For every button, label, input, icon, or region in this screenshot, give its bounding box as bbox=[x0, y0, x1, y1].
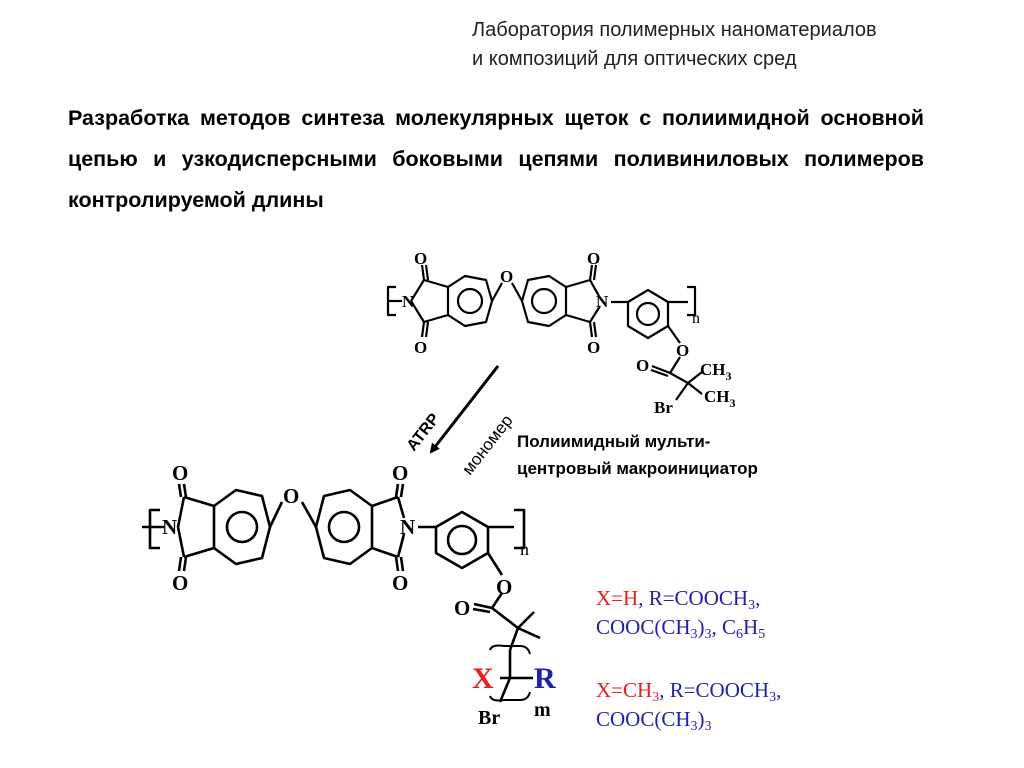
methyl-1: CH3 bbox=[700, 360, 732, 383]
reaction-arrow bbox=[429, 365, 500, 454]
legend-group-1: X=H, R=COOCH3, COOC(CH3)3, C6H5 bbox=[596, 584, 765, 642]
atom-n-2: N bbox=[596, 292, 609, 311]
side-chain-m: m bbox=[534, 699, 551, 721]
atom-n-1: N bbox=[402, 292, 415, 311]
atom-o-4: O bbox=[587, 338, 600, 357]
atom-o-3: O bbox=[587, 249, 600, 268]
brush-atom-o-1: O bbox=[172, 461, 188, 485]
lab-name-line1: Лаборатория полимерных наноматериалов bbox=[472, 19, 877, 41]
subscript-digit: 3 bbox=[726, 369, 732, 383]
substituent-x: X bbox=[472, 662, 494, 695]
legend-1-r: , R=COOCH3, bbox=[638, 586, 761, 613]
brush-atom-o-4: O bbox=[392, 571, 408, 595]
methyl-2-text: CH bbox=[704, 387, 730, 406]
brush-atom-o-carbonyl: O bbox=[454, 596, 470, 620]
legend-1-x: X=H bbox=[596, 586, 639, 610]
brush-atom-labels: N O O O O O N n O O X R Br m bbox=[162, 461, 556, 729]
brush-structure bbox=[142, 483, 541, 703]
substituent-r: R bbox=[534, 662, 556, 695]
brush-atom-o-2: O bbox=[172, 571, 188, 595]
macroinitiator-atom-labels: N O O O O O N n O O CH3 CH3 Br bbox=[402, 249, 736, 417]
slide-title: Разработка методов синтеза молекулярных … bbox=[68, 106, 924, 212]
macroinitiator-caption: Полиимидный мульти- центровый макроиници… bbox=[517, 428, 758, 482]
brush-atom-o-bridge: O bbox=[283, 484, 299, 508]
arrow-label-atrp: ATRP bbox=[404, 410, 444, 454]
legend-group-2-line1: X=CH3, R=COOCH3, bbox=[596, 676, 781, 705]
methyl-1-text: CH bbox=[700, 360, 726, 379]
legend-group-2: X=CH3, R=COOCH3, COOC(CH3)3 bbox=[596, 676, 781, 734]
macroinitiator-structure bbox=[386, 264, 703, 401]
caption-line2: центровый макроинициатор bbox=[517, 459, 758, 478]
subscript-digit: 3 bbox=[730, 396, 736, 410]
atom-o-bridge: O bbox=[500, 267, 513, 286]
methyl-2: CH3 bbox=[704, 387, 736, 410]
lab-name: Лаборатория полимерных наноматериалов и … bbox=[472, 16, 877, 74]
atom-br-1: Br bbox=[654, 398, 673, 417]
brush-atom-n-1: N bbox=[162, 515, 177, 539]
brush-atom-o-ester: O bbox=[496, 575, 512, 599]
brush-atom-br: Br bbox=[478, 707, 500, 729]
atom-o-2: O bbox=[414, 338, 427, 357]
atom-o-carbonyl: O bbox=[636, 356, 649, 375]
legend-2-x: X=CH3 bbox=[596, 678, 660, 705]
legend-2-line2: COOC(CH3)3 bbox=[596, 707, 712, 734]
brush-repeat-unit-n: n bbox=[520, 539, 529, 559]
lab-name-line2: и композиций для оптических сред bbox=[472, 48, 797, 70]
brush-atom-n-2: N bbox=[400, 515, 415, 539]
brush-atom-o-3: O bbox=[392, 461, 408, 485]
atom-o-ester: O bbox=[676, 341, 689, 360]
caption-line1: Полиимидный мульти- bbox=[517, 432, 711, 451]
atom-o-1: O bbox=[414, 249, 427, 268]
arrow-label-monomer: мономер bbox=[458, 411, 516, 478]
legend-2-r: , R=COOCH3, bbox=[659, 678, 782, 705]
legend-1-line2: COOC(CH3)3, C6H5 bbox=[596, 615, 766, 642]
repeat-unit-n: n bbox=[692, 310, 700, 327]
legend-group-1-line1: X=H, R=COOCH3, bbox=[596, 584, 765, 613]
